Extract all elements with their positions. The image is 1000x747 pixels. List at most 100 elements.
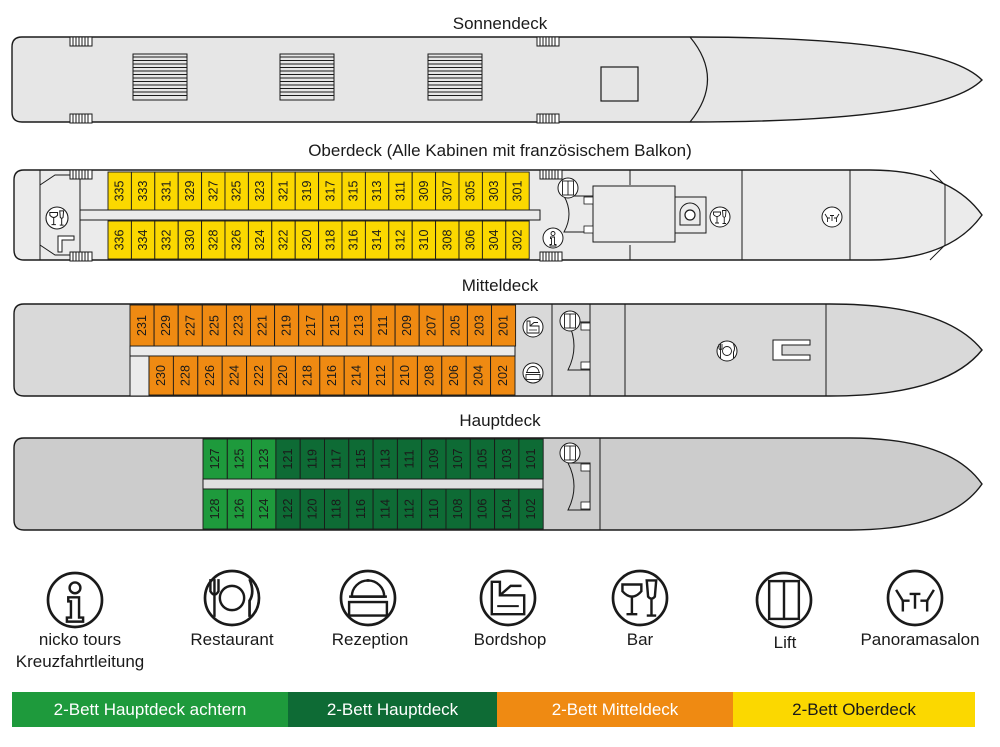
cabin-number: 223 (231, 315, 245, 336)
cabin-number: 113 (378, 449, 392, 469)
cabin-226 (197, 355, 223, 396)
cabin-number: 322 (277, 230, 291, 251)
legend-hauptdeck: 2-Bett Hauptdeck (288, 692, 497, 727)
cabin-number: 204 (471, 365, 485, 386)
cabin-number: 201 (497, 315, 511, 336)
cabin-number: 308 (440, 230, 454, 251)
cabin-number: 114 (378, 499, 392, 519)
cabin-number: 225 (207, 315, 221, 336)
bar-glasses-icon (611, 569, 669, 627)
cabin-number: 111 (403, 449, 417, 468)
cabin-118 (324, 488, 350, 530)
cabin-number: 110 (427, 499, 441, 519)
cabin-301 (505, 171, 530, 211)
cabin-number: 305 (464, 181, 478, 202)
cabin-109 (421, 438, 447, 480)
cabin-128 (202, 488, 228, 530)
cabin-number: 316 (347, 230, 361, 251)
legend-label-reception: Rezeption (331, 630, 409, 649)
cabin-number: 116 (354, 499, 368, 519)
cabin-120 (299, 488, 325, 530)
legend-oberdeck: 2-Bett Oberdeck (733, 692, 975, 727)
cabin-number: 309 (417, 181, 431, 202)
lift-icon (755, 571, 813, 629)
cabin-number: 321 (277, 181, 291, 202)
cabin-number: 217 (304, 315, 318, 336)
cabin-number: 202 (496, 365, 510, 386)
cabin-number: 323 (253, 181, 267, 202)
cabin-number: 325 (230, 181, 244, 202)
cabin-229 (153, 304, 179, 347)
cabin-number: 222 (252, 365, 266, 386)
cabin-108 (445, 488, 471, 530)
cabin-219 (274, 304, 300, 347)
cabin-number: 317 (323, 181, 337, 202)
cabin-110 (421, 488, 447, 530)
cabin-number: 105 (475, 449, 489, 470)
cabin-number: 328 (206, 230, 220, 251)
cabin-number: 311 (394, 181, 408, 201)
cabin-119 (299, 438, 325, 480)
cabin-number: 307 (440, 181, 454, 202)
cabin-number: 329 (183, 181, 197, 202)
cabin-103 (494, 438, 520, 480)
cabin-number: 301 (511, 181, 525, 202)
legend-label-panoramasalon: Panoramasalon (860, 630, 980, 649)
cabin-number: 216 (325, 365, 339, 386)
cabin-number: 115 (354, 449, 368, 469)
cabin-number: 106 (475, 499, 489, 520)
cabin-number: 208 (423, 365, 437, 386)
info-icon (46, 571, 104, 629)
cabin-217 (298, 304, 324, 347)
cabin-number: 109 (427, 449, 441, 470)
cabin-number: 123 (257, 449, 271, 470)
shop-register-icon (479, 569, 537, 627)
legend-label-bar: Bar (626, 630, 654, 649)
cabin-number: 128 (208, 499, 222, 520)
cabin-number: 331 (160, 181, 174, 202)
cabin-112 (396, 488, 423, 530)
cabin-number: 220 (276, 365, 290, 386)
cabin-230 (148, 355, 174, 396)
cabin-number: 330 (183, 230, 197, 251)
cabin-number: 207 (424, 315, 438, 336)
cabin-101 (518, 438, 544, 480)
cabin-number: 212 (374, 365, 388, 386)
cabin-231 (129, 304, 155, 347)
cabin-number: 211 (376, 315, 390, 335)
cabin-number: 203 (472, 315, 486, 336)
cabin-number: 335 (113, 181, 127, 202)
cabin-number: 121 (281, 449, 295, 470)
cabin-number: 205 (448, 315, 462, 336)
cabin-213 (346, 304, 372, 347)
oberdeck-title: Oberdeck (Alle Kabinen mit französischem… (308, 141, 692, 160)
cabin-209 (394, 304, 420, 347)
cabin-116 (348, 488, 374, 530)
cabin-106 (469, 488, 496, 530)
cabin-208 (416, 355, 443, 396)
cabin-number: 119 (305, 449, 319, 469)
cabin-227 (177, 304, 203, 347)
cabin-number: 229 (159, 315, 173, 336)
sonnendeck-hull (11, 36, 983, 124)
cabin-125 (226, 438, 253, 480)
cabin-number: 333 (136, 181, 150, 202)
restaurant-icon (203, 569, 261, 627)
cabin-number: 310 (417, 230, 431, 251)
cabin-220 (270, 355, 296, 396)
cabin-225 (201, 304, 227, 347)
cabin-number: 215 (328, 315, 342, 336)
cabin-number: 302 (511, 230, 525, 251)
cabin-number: 312 (394, 230, 408, 251)
cabin-number: 324 (253, 230, 267, 251)
cabin-number: 104 (500, 499, 514, 520)
legend-hauptdeck-achtern: 2-Bett Hauptdeck achtern (12, 692, 288, 727)
cabin-number: 332 (160, 230, 174, 251)
cabin-number: 221 (256, 315, 270, 336)
cabin-221 (250, 304, 276, 347)
cabin-number: 306 (464, 230, 478, 251)
